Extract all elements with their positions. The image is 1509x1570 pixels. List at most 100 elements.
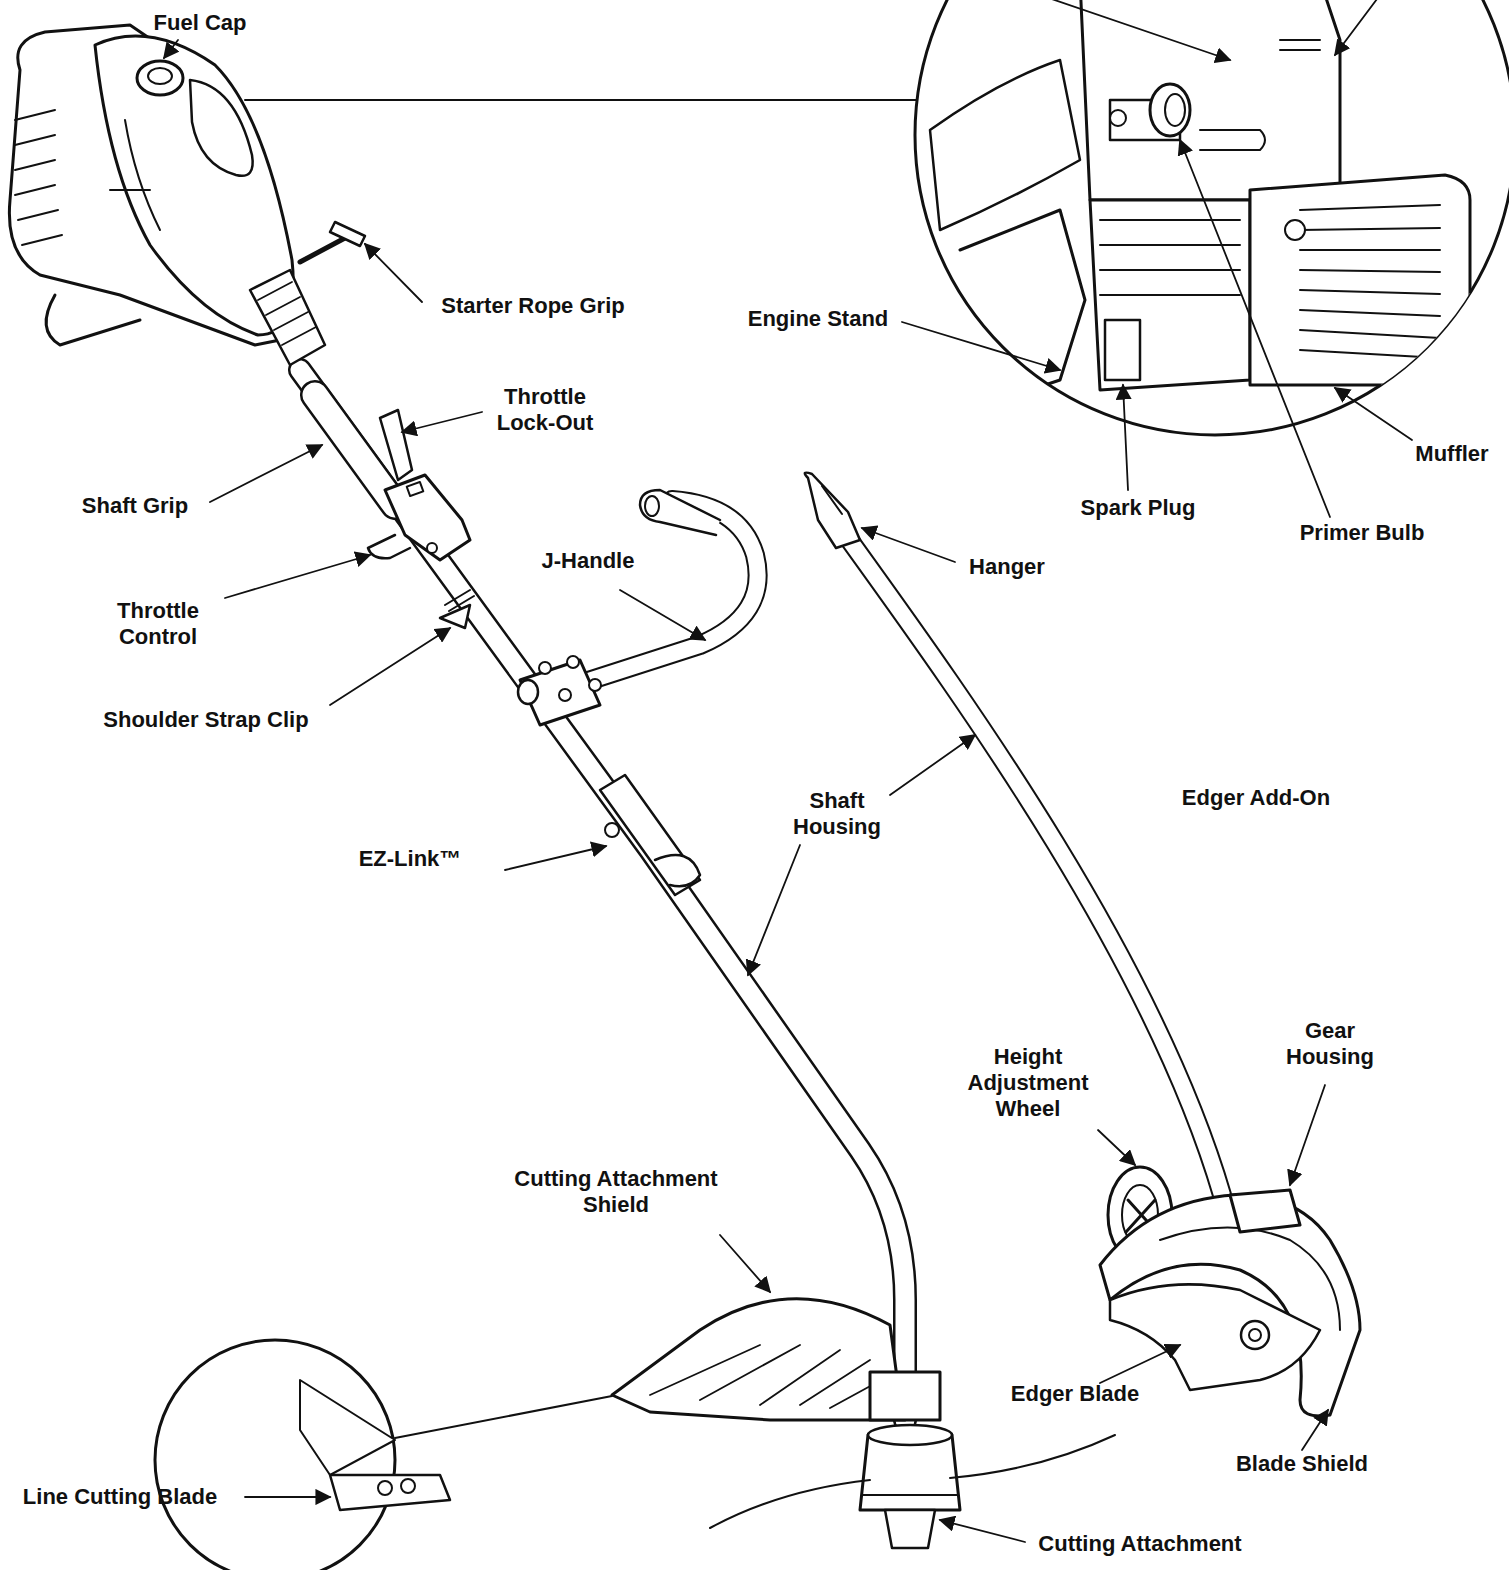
part-label: Height Adjustment Wheel [958,1044,1098,1122]
clamp-knob [518,680,538,704]
edger-blade [1110,1284,1320,1390]
edger-shaft-fill [835,520,1222,1195]
engine-block [1090,200,1250,390]
throttle-screw [427,543,437,553]
part-label: Spark Plug [1038,495,1238,521]
leader-arrow [245,1496,330,1498]
bump-knob [885,1510,935,1548]
leader-arrow [720,1235,770,1292]
leader-arrow [210,445,322,502]
throttle-trigger [368,535,410,558]
blade-nut [1241,1321,1269,1349]
part-label: Edger Blade [975,1381,1175,1407]
ez-link-button [605,823,619,837]
carburetor-cover [1080,0,1340,200]
cover-window [190,80,253,176]
part-label: EZ-Link™ [310,846,510,872]
line-cutting-blade [330,1475,450,1510]
leader-arrow [330,628,450,705]
grip-end [645,496,659,516]
engine-detail [930,0,1470,400]
shaft-outline [300,370,905,1420]
leader-arrows [164,0,1412,1542]
hanger-part [805,473,860,548]
part-label: Cutting Attachment [1010,1531,1270,1557]
shaft-grip-outline [315,395,395,505]
leader-arrow [1100,1345,1180,1383]
part-label: Cutting Attachment Shield [496,1166,736,1218]
inset-leader [395,1396,612,1438]
leader-arrow [225,555,370,598]
engine-neck [250,270,325,365]
engine-side [930,60,1080,230]
fuel-cap [137,61,183,95]
part-label: Line Cutting Blade [2,1484,238,1510]
leader-arrow [1098,1130,1135,1165]
muffler-grille [1300,205,1440,358]
head-top [868,1425,952,1445]
blade-inset [155,1340,395,1570]
ez-link-knob [655,855,700,886]
cooling-fins [1100,220,1240,295]
spark-plug [1105,320,1140,380]
leader-arrow [365,244,422,302]
primer-bulb-cap [1165,94,1185,126]
cover-slot [1200,130,1265,150]
part-label: Shaft Housing [777,788,897,840]
leader-arrow [902,322,1060,370]
part-label: Primer Bulb [1262,520,1462,546]
primer-bulb [1150,84,1190,136]
clamp-bolt [539,662,551,674]
inset-leader [245,99,918,101]
clamp-bolt [567,656,579,668]
j-handle-grip [640,490,720,535]
muffler [1250,175,1470,385]
leader-arrow [402,412,482,432]
trimmer-line [710,1480,870,1528]
leader-arrow [1302,1410,1328,1450]
engine-stand-detail [960,210,1085,400]
shield-mount [870,1372,940,1420]
leader-arrow [1123,385,1128,490]
part-label: Shaft Grip [35,493,235,519]
leader-arrow [1290,1085,1325,1185]
part-label: Edger Add-On [1131,785,1381,811]
clamp-bolt [559,689,571,701]
leader-arrow [890,735,975,795]
part-label: Gear Housing [1275,1018,1385,1070]
detail-inset [915,0,1509,435]
ez-link-coupler [600,775,700,895]
leader-arrow [505,846,606,870]
part-label: Muffler [1397,441,1507,467]
engine-fins [15,110,62,245]
part-label: Throttle Lock-Out [485,384,605,436]
hanger-slot [822,486,842,514]
leader-arrow [1040,0,1230,60]
cover-detail [110,120,160,230]
starter-grip [330,222,365,246]
throttle-lockout [380,410,412,480]
leader-arrow [1335,0,1380,55]
leader-arrow [1180,140,1330,517]
part-label: Starter Rope Grip [383,293,683,319]
cutting-shield [612,1299,905,1420]
gear-housing [1230,1190,1300,1232]
stop-switch [407,482,424,496]
muffler-screw [1285,220,1305,240]
part-label: Shoulder Strap Clip [56,707,356,733]
head-seam [862,1494,958,1496]
leader-arrow [862,528,955,562]
leader-arrow [620,590,705,640]
starter-rope [300,238,345,262]
part-label: Throttle Control [103,598,213,650]
leader-arrow [940,1520,1025,1542]
blade-nut [378,1481,392,1495]
neck-fins [258,282,316,345]
shaft-fill [300,370,905,1420]
engine-stand [46,295,140,345]
part-label: J-Handle [488,548,688,574]
blade-bolt [1249,1329,1261,1341]
leader-arrow [748,845,800,975]
